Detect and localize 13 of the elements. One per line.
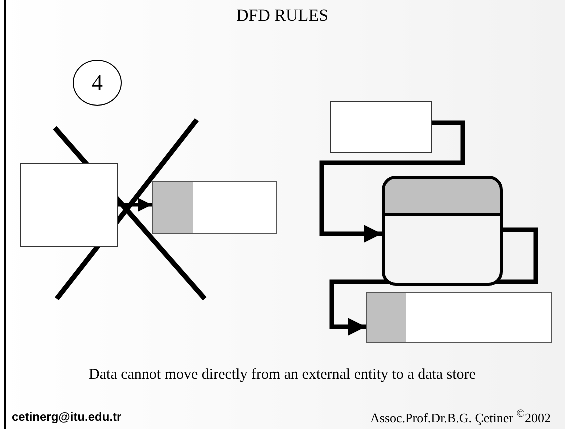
data-store <box>152 181 277 234</box>
external-entity-box <box>20 163 118 247</box>
copyright-note: Assoc.Prof.Dr.B.G. Çetiner $^{©}$2002 <box>370 408 551 426</box>
email-address: cetinerg@itu.edu.tr <box>12 410 122 424</box>
slide-title: DFD RULES <box>235 6 330 26</box>
circle-node <box>73 60 122 106</box>
external-entity-box <box>330 101 432 153</box>
node-number: 4 <box>92 70 103 96</box>
caption: Data cannot move directly from an external entity to a data store <box>88 367 477 384</box>
process-box <box>382 176 503 286</box>
data-store <box>366 292 552 343</box>
arrow <box>320 120 466 243</box>
arrow <box>118 198 152 212</box>
